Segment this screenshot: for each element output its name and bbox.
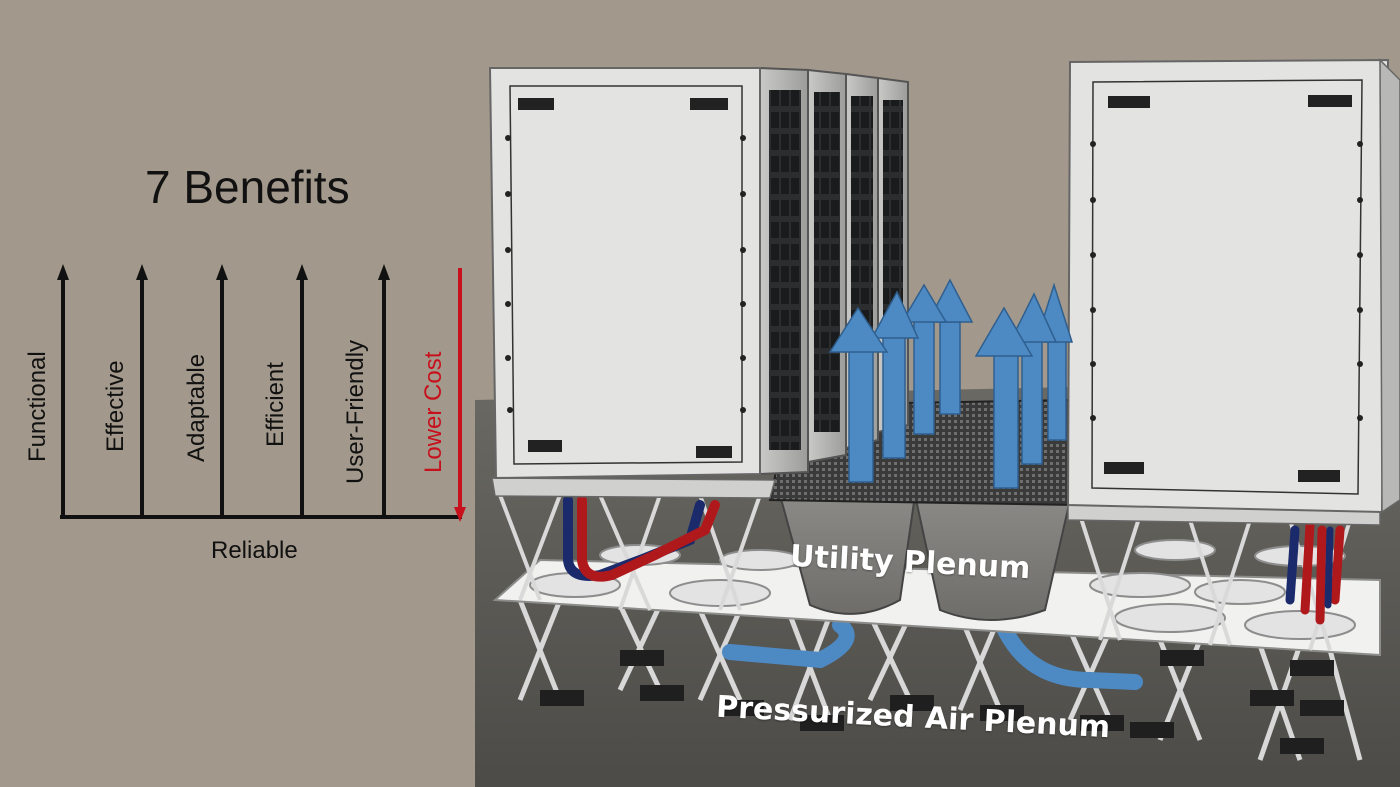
airflow-arrows [828, 278, 1074, 489]
benefit-label: Efficient [262, 362, 289, 447]
cabinet-base-left [491, 477, 776, 499]
benefit-arrow-head [454, 507, 466, 522]
air-ducts [722, 617, 1143, 690]
benefit-arrow-head [378, 264, 390, 280]
coolant-pipes [563, 495, 1345, 625]
benefit-arrow-head [136, 264, 148, 280]
benefit-arrow-head [296, 264, 308, 280]
base-label: Reliable [211, 537, 298, 564]
benefit-label: Effective [102, 360, 129, 452]
server-racks [759, 66, 909, 476]
slide-title: 7 Benefits [145, 161, 350, 213]
benefit-label: Functional [24, 351, 51, 462]
benefit-arrow-head [57, 264, 69, 280]
benefit-label: User-Friendly [342, 339, 369, 484]
benefit-arrow-head [216, 264, 228, 280]
cabinet-right [1066, 58, 1400, 514]
benefits-diagram [57, 264, 466, 522]
benefit-label: Lower Cost [420, 351, 447, 473]
cabinet-left [488, 67, 761, 480]
utility-plenum-tubs [778, 493, 1072, 621]
scene-illustration [475, 58, 1400, 787]
pedestal-feet [540, 650, 1344, 754]
benefit-label: Adaptable [183, 353, 210, 462]
